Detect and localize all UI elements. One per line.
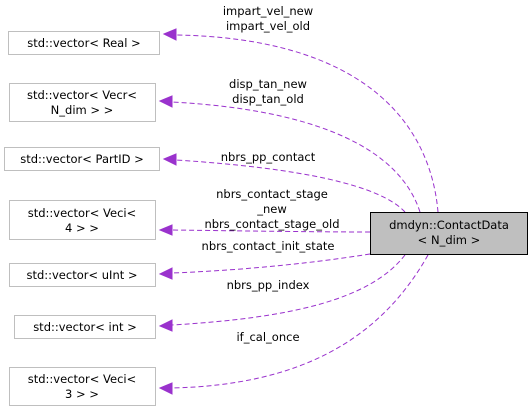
- node-vector-uint[interactable]: std::vector< uInt >: [9, 263, 156, 287]
- node-vector-vecr[interactable]: std::vector< Vecr< N_dim > >: [9, 83, 156, 122]
- svg-text:std::vector< Veci<: std::vector< Veci<: [28, 372, 137, 386]
- edge-disp-tan: [171, 101, 421, 213]
- label-nbrs-pp-contact: nbrs_pp_contact: [221, 150, 316, 164]
- label-disp-tan-new: disp_tan_new: [229, 77, 307, 91]
- arrow-nbrs-pp-contact: [162, 153, 177, 166]
- svg-text:N_dim > >: N_dim > >: [51, 103, 114, 117]
- svg-text:std::vector< Veci<: std::vector< Veci<: [28, 206, 137, 220]
- svg-text:dmdyn::ContactData: dmdyn::ContactData: [389, 218, 509, 232]
- arrow-nbrs-contact-stage: [158, 224, 173, 236]
- label-nbrs-contact-init-state: nbrs_contact_init_state: [202, 239, 335, 253]
- label-nbrs-contact-stage-2: _new: [256, 202, 287, 216]
- node-contact-data[interactable]: dmdyn::ContactData < N_dim >: [370, 212, 528, 255]
- node-vector-veci-3[interactable]: std::vector< Veci< 3 > >: [9, 367, 156, 406]
- svg-text:3 > >: 3 > >: [65, 387, 99, 401]
- svg-text:std::vector< Vecr<: std::vector< Vecr<: [27, 88, 137, 102]
- arrow-impart-vel: [162, 28, 177, 41]
- label-if-cal-once: if_cal_once: [236, 330, 299, 344]
- label-impart-vel-old: impart_vel_old: [226, 19, 310, 33]
- edge-nbrs-pp-index: [171, 254, 406, 326]
- edge-nbrs-contact-stage: [171, 229, 371, 233]
- svg-text:< N_dim >: < N_dim >: [418, 233, 481, 247]
- node-vector-real[interactable]: std::vector< Real >: [8, 31, 160, 55]
- node-vector-int[interactable]: std::vector< int >: [14, 315, 156, 339]
- svg-text:std::vector< Real >: std::vector< Real >: [27, 36, 140, 50]
- arrow-nbrs-pp-index: [158, 319, 173, 332]
- arrow-disp-tan: [158, 95, 173, 108]
- node-vector-partid[interactable]: std::vector< PartID >: [4, 147, 160, 171]
- edge-nbrs-pp-contact: [175, 159, 406, 213]
- label-nbrs-pp-index: nbrs_pp_index: [227, 278, 310, 292]
- svg-text:std::vector< uInt >: std::vector< uInt >: [26, 268, 137, 282]
- label-nbrs-contact-stage-3: nbrs_contact_stage_old: [204, 217, 339, 231]
- label-impart-vel-new: impart_vel_new: [223, 4, 313, 18]
- edge-impart-vel: [175, 34, 439, 213]
- svg-text:4 > >: 4 > >: [65, 221, 99, 235]
- node-vector-veci-4[interactable]: std::vector< Veci< 4 > >: [9, 200, 156, 240]
- svg-text:std::vector< PartID >: std::vector< PartID >: [20, 152, 144, 166]
- edge-if-cal-once: [171, 254, 429, 389]
- svg-text:std::vector< int >: std::vector< int >: [33, 320, 137, 334]
- label-nbrs-contact-stage-1: nbrs_contact_stage: [216, 187, 328, 201]
- arrow-nbrs-contact-init-state: [158, 267, 173, 280]
- arrow-if-cal-once: [158, 382, 173, 395]
- label-disp-tan-old: disp_tan_old: [232, 92, 304, 106]
- edge-nbrs-contact-init-state: [171, 253, 371, 274]
